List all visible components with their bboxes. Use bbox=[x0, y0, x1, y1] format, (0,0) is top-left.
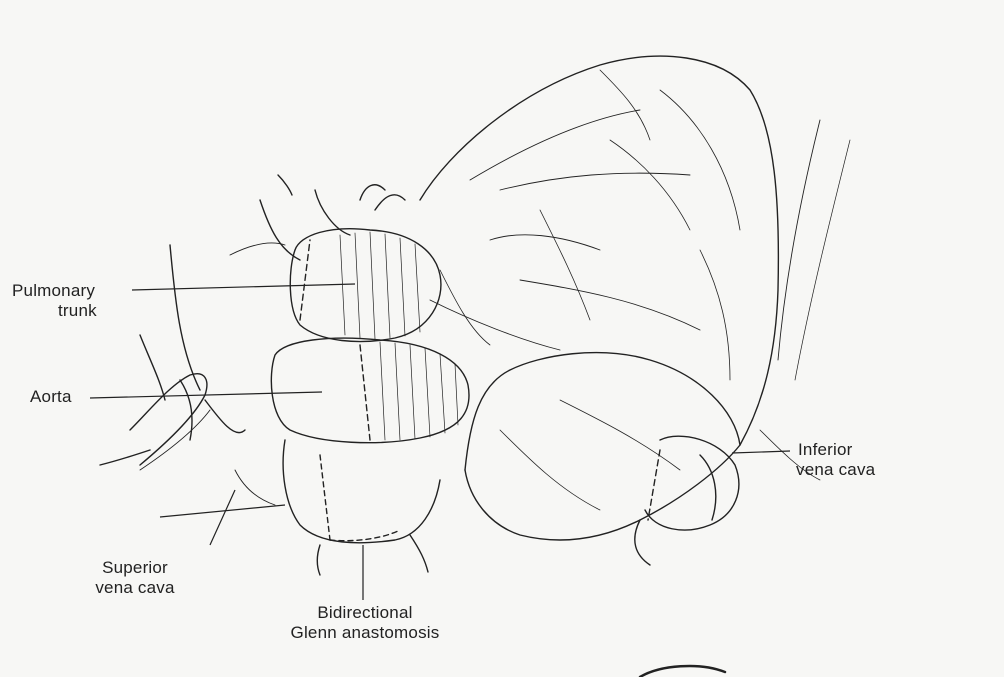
label-ivc-line1: Inferior bbox=[796, 440, 875, 460]
cannula-shape bbox=[130, 374, 207, 465]
heart-outline bbox=[420, 56, 778, 540]
svc-shape bbox=[283, 440, 440, 543]
label-svc-line1: Superior bbox=[80, 558, 190, 578]
leader-ivc bbox=[732, 451, 790, 453]
leader-svc bbox=[160, 505, 285, 517]
ivc-shape bbox=[645, 436, 739, 530]
label-ivc-line2: vena cava bbox=[796, 460, 875, 480]
label-glenn-line2: Glenn anastomosis bbox=[255, 623, 475, 643]
label-inferior-vena-cava: Inferior vena cava bbox=[796, 440, 875, 480]
ventricle-outline bbox=[465, 353, 740, 470]
label-glenn-line1: Bidirectional bbox=[255, 603, 475, 623]
aorta-shape bbox=[271, 338, 469, 443]
label-pulmonary-trunk-line2: trunk bbox=[12, 301, 97, 321]
label-aorta: Aorta bbox=[30, 387, 72, 407]
label-glenn-anastomosis: Bidirectional Glenn anastomosis bbox=[255, 603, 475, 643]
label-pulmonary-trunk: Pulmonary trunk bbox=[12, 281, 97, 321]
label-aorta-text: Aorta bbox=[30, 387, 72, 406]
label-svc-line2: vena cava bbox=[80, 578, 190, 598]
label-pulmonary-trunk-line1: Pulmonary bbox=[12, 281, 97, 301]
leader-pulmonary-trunk bbox=[132, 284, 355, 290]
label-superior-vena-cava: Superior vena cava bbox=[80, 558, 190, 598]
leader-svc-2 bbox=[210, 490, 235, 545]
